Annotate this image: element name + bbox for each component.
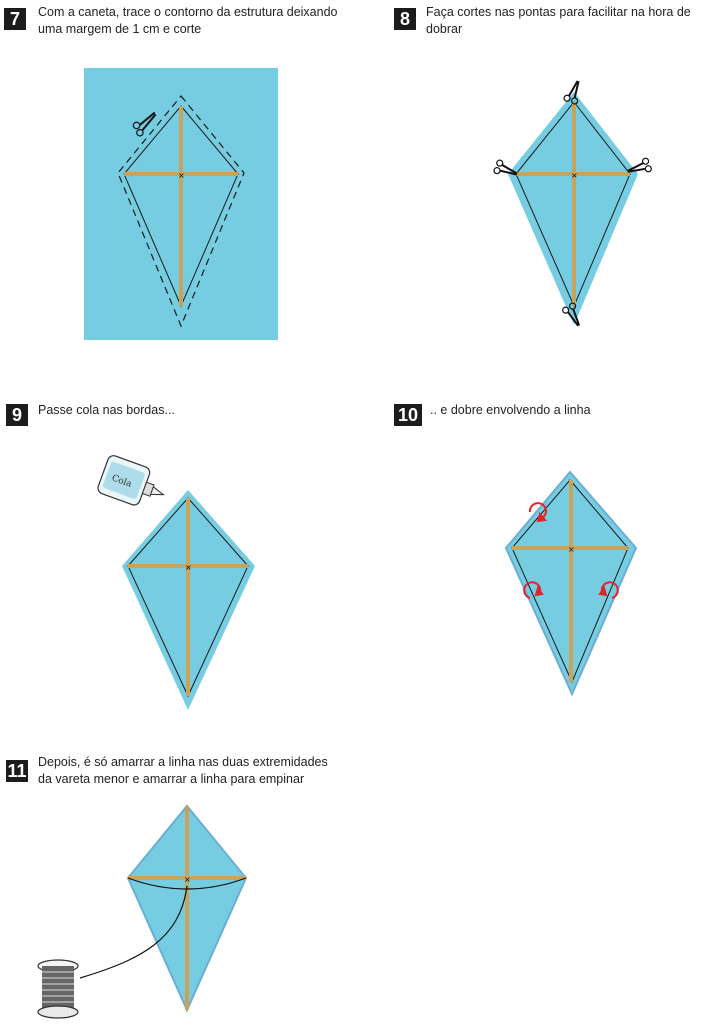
cut-outline (117, 95, 245, 328)
step-caption-10: .. e dobre envolvendo a linha (430, 403, 591, 417)
glue-bottle-icon: Cola (97, 455, 165, 506)
scissors-icon (493, 159, 518, 176)
scissors-icon (627, 157, 652, 173)
svg-text:×: × (185, 563, 192, 572)
step-9-illustration: × Cola (97, 455, 255, 710)
step-11-illustration: × (37, 804, 248, 1019)
svg-text:×: × (571, 171, 578, 180)
scissors-icon (132, 111, 157, 137)
step-caption-8: Faça cortes nas pontas para facilitar na… (426, 5, 691, 36)
scissors-icon (562, 302, 581, 327)
step-caption-7: Com a caneta, trace o contorno da estrut… (38, 5, 338, 36)
step-caption-11: Depois, é só amarrar a linha nas duas ex… (38, 755, 328, 786)
scissors-icon (563, 80, 580, 105)
step-badge-10: 10 (394, 404, 422, 426)
step-7-illustration: × (84, 68, 278, 340)
step-caption-9: Passe cola nas bordas... (38, 403, 175, 417)
thread-spool-icon (37, 959, 79, 1019)
svg-text:×: × (184, 875, 191, 884)
step-badge-7: 7 (4, 8, 26, 30)
svg-text:×: × (178, 171, 185, 180)
step-badge-9: 9 (6, 404, 28, 426)
step-10-illustration: × (504, 470, 638, 697)
fold-arrow-icon (523, 502, 619, 599)
svg-text:×: × (568, 545, 575, 554)
step-badge-8: 8 (394, 8, 416, 30)
step-badge-11: 11 (6, 760, 28, 782)
step-8-illustration: × (493, 80, 652, 327)
flying-line (79, 885, 188, 979)
